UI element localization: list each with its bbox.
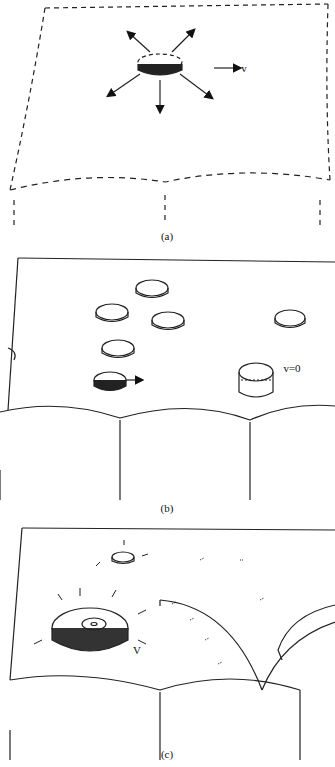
panel-label: (a) xyxy=(161,231,173,242)
velocity-label: V xyxy=(133,645,141,656)
velocity-label: v xyxy=(241,63,247,74)
panel-label: (b) xyxy=(161,503,174,514)
panel-label: (c) xyxy=(161,749,173,760)
velocity-label: v=0 xyxy=(283,363,300,374)
